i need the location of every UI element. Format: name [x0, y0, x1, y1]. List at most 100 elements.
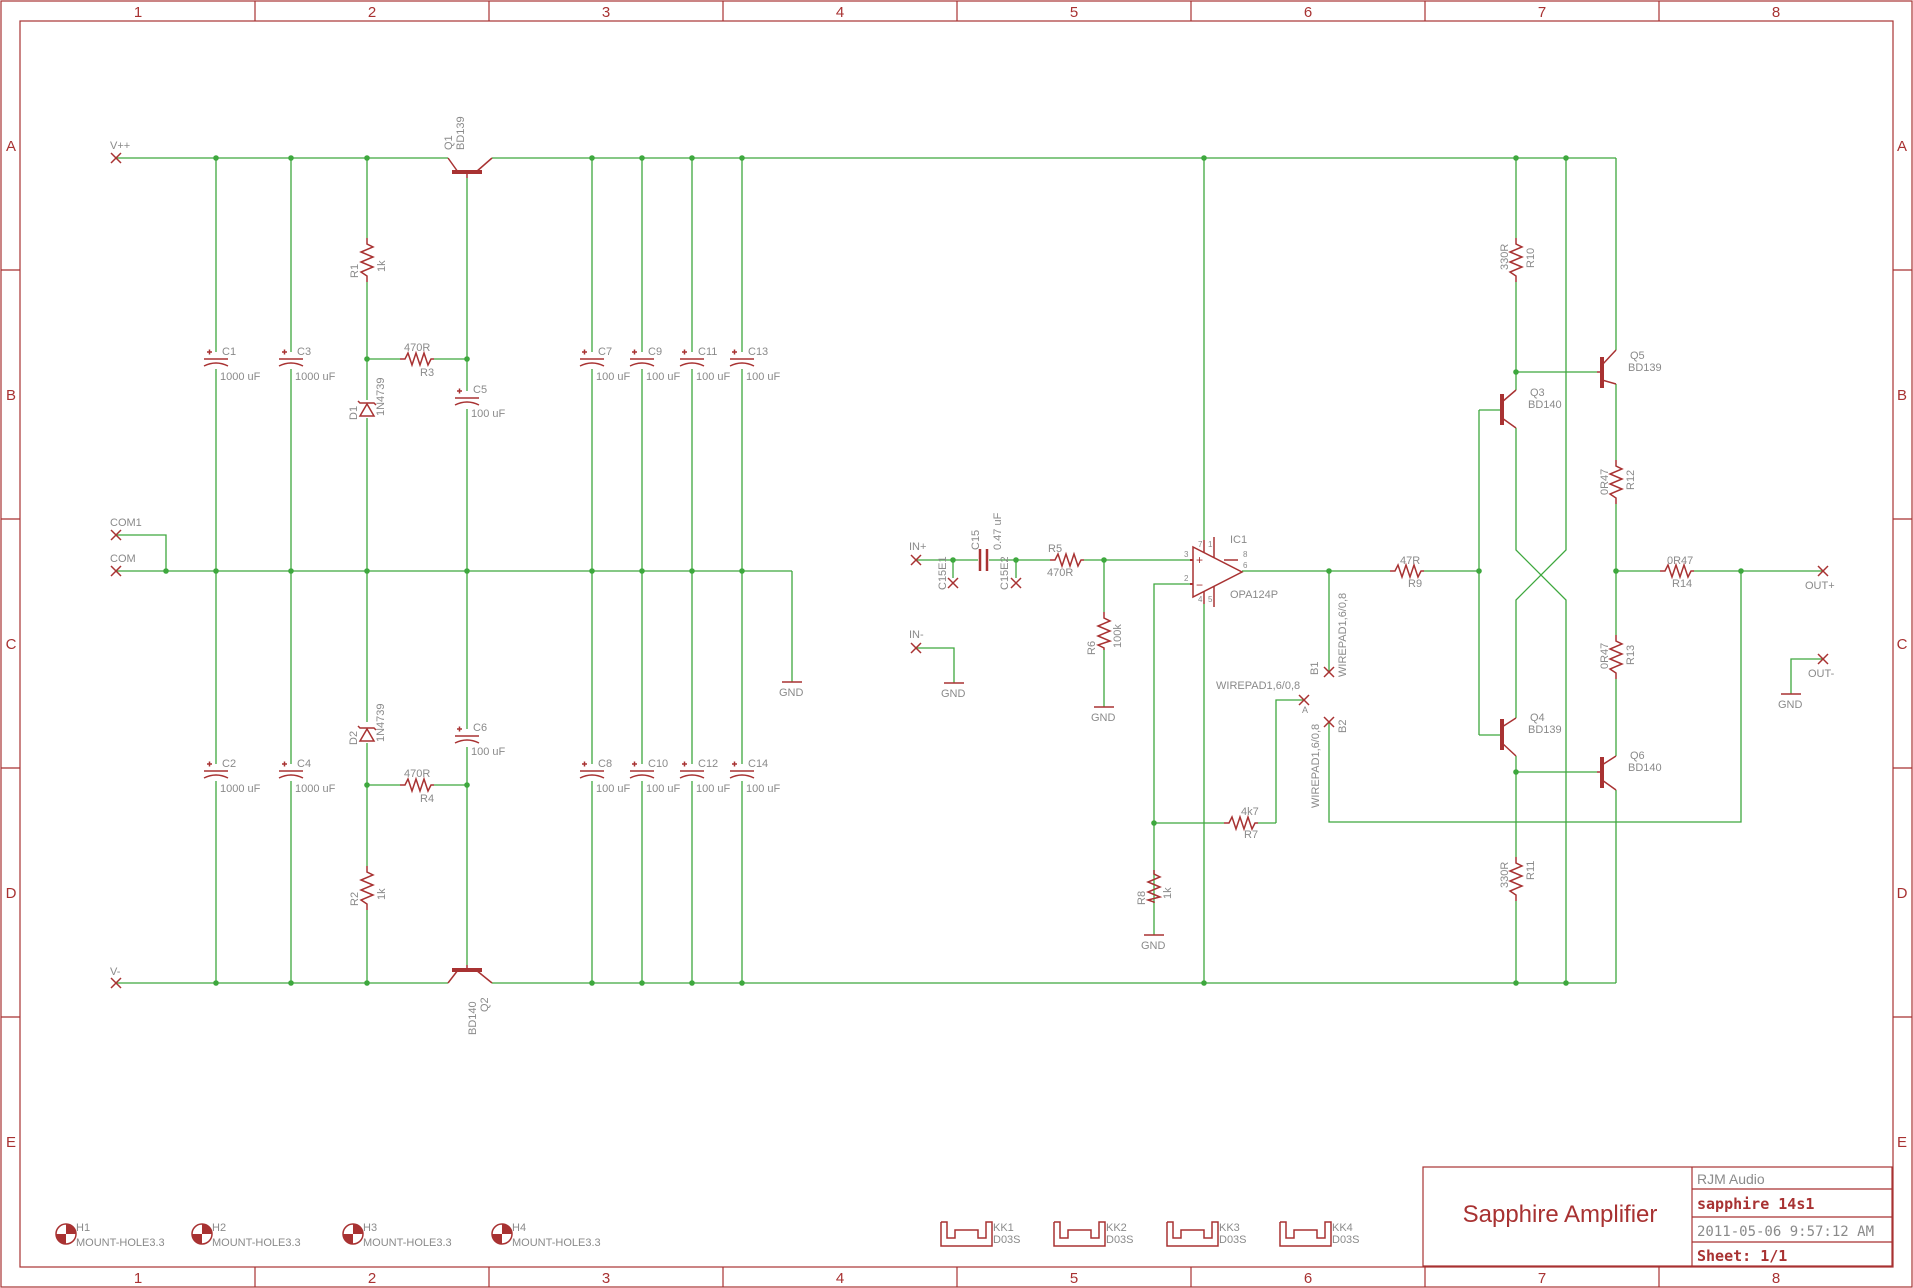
res-ref: R9 — [1408, 578, 1422, 590]
res-r4 — [400, 776, 434, 794]
gnd-symbols: GND GND GND GND GND — [779, 681, 1803, 952]
cap-value: 100 uF — [596, 783, 631, 795]
opamp-pin: 6 — [1243, 561, 1248, 570]
cap-ref: C6 — [473, 722, 487, 734]
heatsink-kk3: KK3 D03S — [1166, 1221, 1247, 1247]
transistor-ref: Q5 — [1630, 350, 1645, 362]
row-label-left: C — [6, 636, 17, 653]
row-label-left: D — [6, 885, 17, 902]
opamp-pin: 4 — [1198, 595, 1203, 604]
port-vpp-label: V++ — [110, 140, 130, 152]
cap-c6 — [454, 726, 480, 744]
cap-value: 100 uF — [696, 783, 731, 795]
res-value: 4k7 — [1241, 806, 1259, 818]
cap-ref: C10 — [648, 758, 668, 770]
opamp-pin: 8 — [1243, 550, 1248, 559]
cap-pad-label: C15E1 — [937, 556, 949, 590]
port-outp-label: OUT+ — [1805, 580, 1835, 592]
col-label-bottom: 2 — [368, 1270, 376, 1287]
opamp-pin: 7 — [1198, 540, 1203, 549]
mount-hole-value: MOUNT-HOLE3.3 — [212, 1237, 301, 1249]
cap-value: 0.47 uF — [992, 512, 1004, 550]
port-com-label: COM — [110, 553, 136, 565]
diodes — [357, 400, 377, 742]
col-label-bottom: 7 — [1538, 1270, 1546, 1287]
cap-c5 — [454, 388, 480, 406]
transistor-ref: Q4 — [1530, 712, 1545, 724]
mount-hole-ref: H2 — [212, 1222, 226, 1234]
transistor-value: BD139 — [455, 116, 467, 150]
wirepad-ref: A — [1302, 705, 1308, 715]
col-label-top: 5 — [1070, 4, 1078, 21]
cap-ref: C4 — [297, 758, 311, 770]
title-block-title: Sapphire Amplifier — [1463, 1201, 1658, 1228]
row-label-right: A — [1897, 138, 1907, 155]
transistor-ref: Q3 — [1530, 387, 1545, 399]
row-labels: A B C D E A B C D E — [6, 138, 1908, 1151]
heatsink-ref: KK2 — [1106, 1222, 1127, 1234]
col-label-top: 1 — [134, 4, 142, 21]
cap-c15 — [978, 549, 989, 571]
mount-hole-value: MOUNT-HOLE3.3 — [512, 1237, 601, 1249]
row-label-right: E — [1897, 1134, 1907, 1151]
column-labels: 1 2 3 4 5 6 7 8 1 2 3 4 5 6 7 8 — [134, 4, 1780, 1287]
heatsink-ref: KK1 — [993, 1222, 1014, 1234]
diode-labels: D1 1N4739 D2 1N4739 — [348, 377, 387, 745]
res-r11 — [1508, 857, 1524, 901]
cap-c4 — [278, 761, 304, 779]
cap-c14 — [729, 761, 755, 779]
res-value: 470R — [1047, 567, 1073, 579]
opamp-pin: 5 — [1208, 595, 1213, 604]
resistor-labels: R1 1k R2 1k 470R R3 470R R4 R5 470R R6 1… — [349, 244, 1693, 906]
res-ref: R2 — [349, 892, 361, 906]
cap-value: 100 uF — [471, 408, 506, 420]
heatsink-kk1: KK1 D03S — [940, 1221, 1021, 1247]
res-ref: R11 — [1525, 861, 1537, 880]
cap-c13 — [729, 349, 755, 367]
gnd-label: GND — [1091, 712, 1116, 724]
col-label-bottom: 5 — [1070, 1270, 1078, 1287]
cap-value: 1000 uF — [220, 783, 261, 795]
heatsink-kk4: KK4 D03S — [1279, 1221, 1360, 1247]
mount-hole-h3: H3 MOUNT-HOLE3.3 — [342, 1222, 452, 1249]
opamp-ref: IC1 — [1230, 534, 1247, 546]
wirepad-ref: B1 — [1309, 662, 1321, 675]
col-label-top: 8 — [1772, 4, 1780, 21]
res-value: 1k — [376, 888, 388, 900]
res-value: 0R47 — [1599, 643, 1611, 669]
res-value: 330R — [1499, 862, 1511, 888]
cap-value: 100 uF — [746, 783, 781, 795]
wirepad-labels: B1 WIREPAD1,6/0,8 WIREPAD1,6/0,8 A B2 WI… — [1216, 593, 1349, 808]
res-r3 — [400, 350, 434, 368]
res-ref: R1 — [349, 264, 361, 278]
gnd-label: GND — [1141, 940, 1166, 952]
transistor-ref: Q6 — [1630, 750, 1645, 762]
cap-c8 — [579, 761, 605, 779]
diode-value: 1N4739 — [375, 703, 387, 742]
cap-value: 100 uF — [596, 371, 631, 383]
res-ref: R7 — [1244, 829, 1258, 841]
cap-ref: C1 — [222, 346, 236, 358]
cap-ref: C2 — [222, 758, 236, 770]
capacitors — [203, 349, 989, 779]
cap-ref: C13 — [748, 346, 768, 358]
port-com1-label: COM1 — [110, 517, 142, 529]
res-ref: R3 — [420, 367, 434, 379]
title-block-sheet: Sheet: 1/1 — [1697, 1247, 1787, 1265]
port-outm-label: OUT- — [1808, 668, 1835, 680]
cap-value: 100 uF — [471, 746, 506, 758]
transistor-q3 — [1500, 389, 1517, 429]
title-block: Sapphire Amplifier RJM Audio sapphire 14… — [1422, 1166, 1893, 1267]
res-r8 — [1145, 870, 1163, 903]
transistor-q5 — [1597, 349, 1617, 388]
col-label-bottom: 3 — [602, 1270, 610, 1287]
diode-d1 — [357, 400, 377, 417]
res-value: 0R47 — [1667, 555, 1693, 567]
res-ref: R14 — [1672, 578, 1692, 590]
opamp-plus: + — [1196, 553, 1203, 567]
gnd-label: GND — [779, 687, 804, 699]
cap-ref: C9 — [648, 346, 662, 358]
transistor-value: BD140 — [1528, 399, 1562, 411]
mount-hole-h2: H2 MOUNT-HOLE3.3 — [191, 1222, 301, 1249]
